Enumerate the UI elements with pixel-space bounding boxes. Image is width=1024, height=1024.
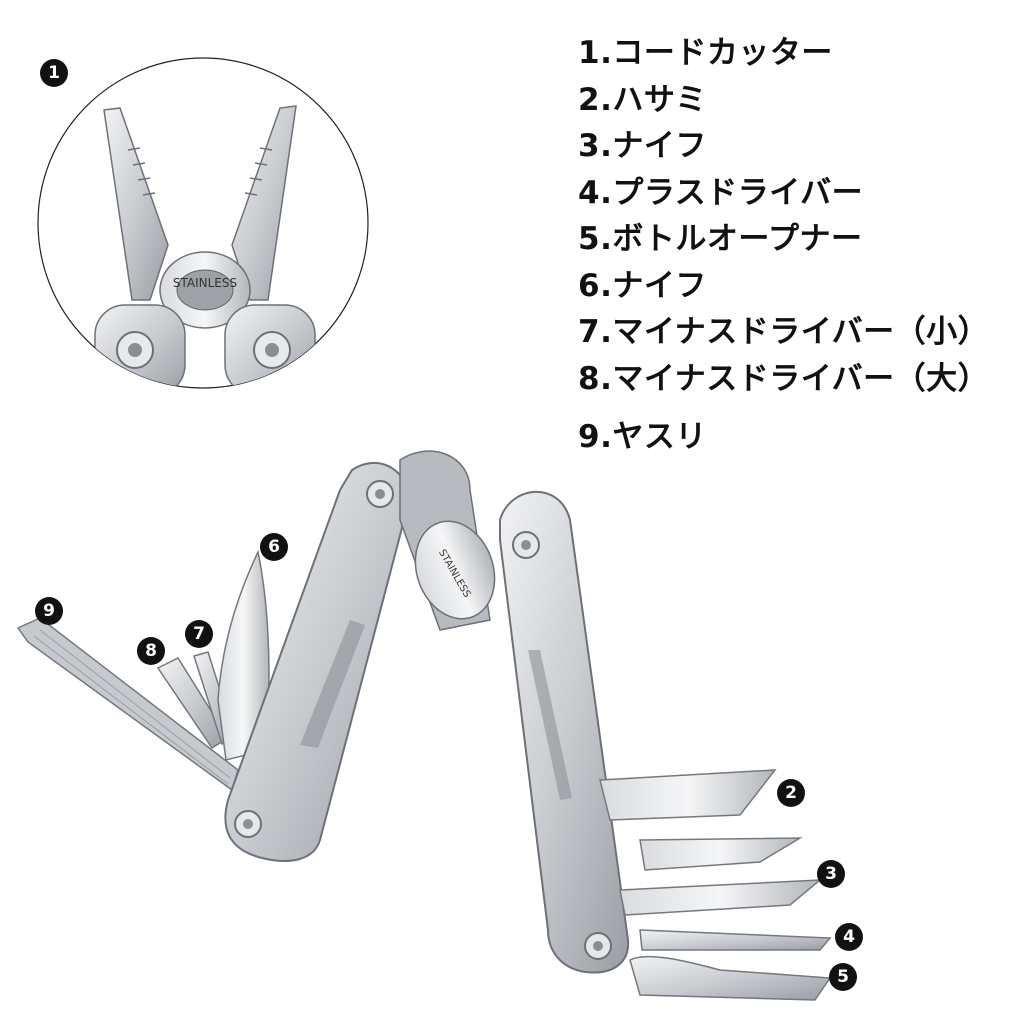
tool-item-7: 7.マイナスドライバー（小） xyxy=(578,314,990,350)
badge-5: 5 xyxy=(829,963,857,991)
scissors-blade-2 xyxy=(639,837,803,871)
pliers-closeup: STAINLESS xyxy=(37,57,369,389)
scissors-blade xyxy=(599,769,777,821)
badge-1: 1 xyxy=(40,59,68,87)
badge-2: 2 xyxy=(777,779,805,807)
right-handle xyxy=(499,490,630,974)
bottle-opener xyxy=(629,955,832,1001)
badge-9: 9 xyxy=(35,597,63,625)
tool-list: 1.コードカッター 2.ハサミ 3.ナイフ 4.プラスドライバー 5.ボトルオー… xyxy=(578,30,989,461)
tool-item-2: 2.ハサミ xyxy=(578,81,707,118)
file-texture xyxy=(33,629,231,785)
tool-item-9: 9.ヤスリ xyxy=(578,419,707,455)
tool-item-5: 5.ボトルオープナー xyxy=(578,221,863,257)
knife-blade-right xyxy=(619,879,823,916)
tool-item-1: 1.コードカッター xyxy=(578,35,833,71)
engraving-text: STAINLESS xyxy=(173,276,237,290)
badge-3: 3 xyxy=(817,860,845,888)
left-handle xyxy=(224,461,410,862)
badge-6: 6 xyxy=(260,533,288,561)
phillips-screwdriver xyxy=(639,929,832,951)
badge-4: 4 xyxy=(835,923,863,951)
tool-item-3: 3.ナイフ xyxy=(578,128,707,164)
tool-item-6: 6.ナイフ xyxy=(578,267,707,304)
badge-8: 8 xyxy=(137,637,165,665)
tool-item-4: 4.プラスドライバー xyxy=(578,174,864,211)
badge-7: 7 xyxy=(185,620,213,648)
tool-item-8: 8.マイナスドライバー（大） xyxy=(578,360,990,397)
